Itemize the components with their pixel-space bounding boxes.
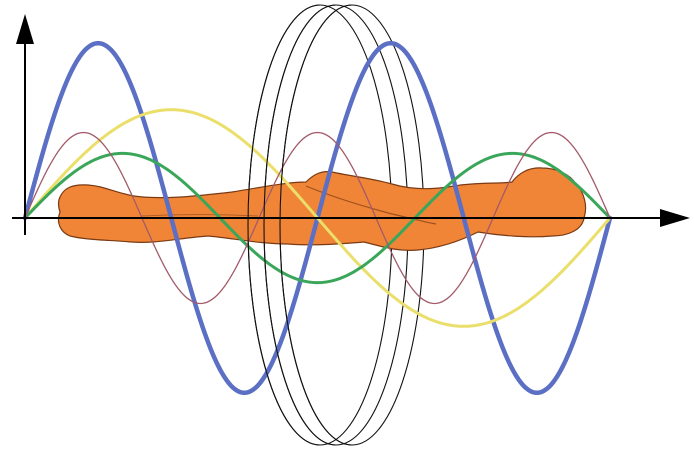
x-axis-arrow-icon [660, 209, 690, 227]
y-axis-arrow-icon [16, 14, 34, 44]
